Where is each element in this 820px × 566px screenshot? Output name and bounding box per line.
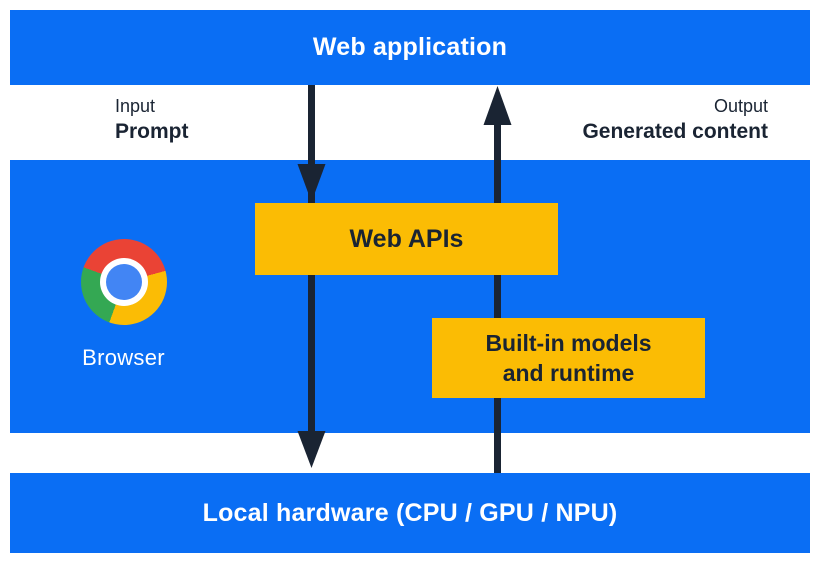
input-value-label: Prompt xyxy=(115,120,189,143)
web-application-layer: Web application xyxy=(10,10,810,85)
output-annotation: Output Generated content xyxy=(582,95,768,145)
up-arrowhead-into-web-application xyxy=(483,86,512,125)
builtin-models-box: Built-in models and runtime xyxy=(432,318,705,398)
builtin-models-line1: Built-in models xyxy=(485,330,652,356)
output-label: Output xyxy=(713,96,768,116)
down-arrowhead-into-hardware xyxy=(297,431,326,468)
web-apis-box: Web APIs xyxy=(255,203,558,275)
local-hardware-label: Local hardware (CPU / GPU / NPU) xyxy=(202,498,618,527)
browser-label: Browser xyxy=(82,345,165,370)
web-application-label: Web application xyxy=(312,33,508,61)
input-label: Input xyxy=(115,96,156,116)
chrome-logo-icon xyxy=(80,239,167,325)
web-apis-label: Web APIs xyxy=(349,224,464,253)
input-annotation: Input Prompt xyxy=(115,95,189,145)
output-value-label: Generated content xyxy=(582,120,768,143)
browser-branding: Browser xyxy=(56,239,191,371)
builtin-models-line2: and runtime xyxy=(502,360,635,386)
chrome-logo-hub xyxy=(105,264,142,300)
local-hardware-layer: Local hardware (CPU / GPU / NPU) xyxy=(10,473,810,553)
